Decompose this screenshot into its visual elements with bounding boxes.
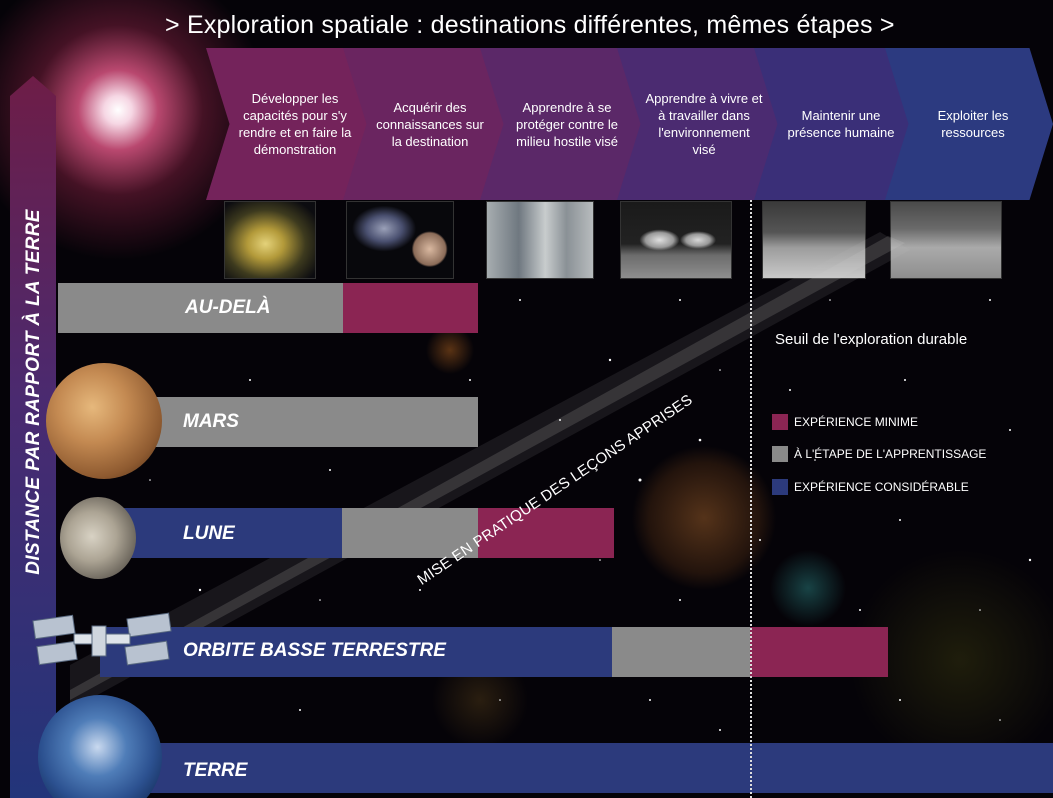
mars-learning-bar xyxy=(106,397,478,447)
legend-swatch-minimal xyxy=(772,414,788,430)
orbite-considerable-bar xyxy=(100,627,612,677)
page-title: > Exploration spatiale : destinations di… xyxy=(165,11,895,40)
legend-label-considerable: EXPÉRIENCE CONSIDÉRABLE xyxy=(794,480,969,494)
row-label-orbite: ORBITE BASSE TERRESTRE xyxy=(183,640,446,661)
row-label-mars: MARS xyxy=(183,411,239,432)
mars-planet-image xyxy=(46,363,162,479)
step-6-label: Exploiter les ressources xyxy=(937,108,1009,140)
title-chevron-left-icon: > xyxy=(165,11,180,39)
sustainable-threshold-line xyxy=(750,200,752,798)
step-4-chevron: Apprendre à vivre et à travailler dans l… xyxy=(617,48,785,200)
legend-item-minimal: EXPÉRIENCE MINIME xyxy=(772,414,918,430)
capsule-photo xyxy=(224,201,316,279)
legend-label-learning: À L'ÉTAPE DE L'APPRENTISSAGE xyxy=(794,447,987,461)
step-3-chevron: Apprendre à se protéger contre le milieu… xyxy=(480,48,648,200)
step-6-chevron: Exploiter les ressources xyxy=(885,48,1053,200)
legend-swatch-considerable xyxy=(772,479,788,495)
step-5-label: Maintenir une présence humaine xyxy=(787,108,895,140)
probe-photo xyxy=(346,201,454,279)
moon-image xyxy=(60,497,136,579)
title-text: Exploration spatiale : destinations diff… xyxy=(186,11,873,39)
title-chevron-right-icon: > xyxy=(879,11,895,39)
lunar-rover-photo xyxy=(762,201,866,279)
step-1-chevron: Développer les capacités pour s'y rendre… xyxy=(206,48,374,200)
terre-considerable-bar xyxy=(100,743,1053,793)
lunar-base-photo xyxy=(890,201,1002,279)
row-label-terre: TERRE xyxy=(183,760,248,781)
step-2-chevron: Acquérir des connaissances sur la destin… xyxy=(343,48,511,200)
legend-label-minimal: EXPÉRIENCE MINIME xyxy=(794,415,919,429)
legend-item-learning: À L'ÉTAPE DE L'APPRENTISSAGE xyxy=(772,446,986,462)
sustainable-threshold-label: Seuil de l'exploration durable xyxy=(775,331,968,348)
legend-item-considerable: EXPÉRIENCE CONSIDÉRABLE xyxy=(772,479,969,495)
row-label-lune: LUNE xyxy=(183,523,235,544)
orbite-learning-bar xyxy=(612,627,750,677)
astronauts-photo xyxy=(620,201,732,279)
lune-learning-bar xyxy=(342,508,478,558)
step-4-label: Apprendre à vivre et à travailler dans l… xyxy=(645,91,763,157)
step-2-label: Acquérir des connaissances sur la destin… xyxy=(376,99,484,149)
space-station-image xyxy=(32,612,172,666)
lune-minimal-bar xyxy=(478,508,614,558)
earth-image xyxy=(38,695,162,798)
step-3-label: Apprendre à se protéger contre le milieu… xyxy=(516,99,618,149)
row-label-au-dela: AU-DELÀ xyxy=(185,297,271,318)
au-dela-minimal-bar xyxy=(343,283,478,333)
step-1-label: Développer les capacités pour s'y rendre… xyxy=(238,91,352,157)
protection-test-photo xyxy=(486,201,594,279)
orbite-minimal-bar xyxy=(750,627,888,677)
lune-considerable-bar xyxy=(100,508,342,558)
legend-swatch-learning xyxy=(772,446,788,462)
au-dela-learning-bar xyxy=(58,283,343,333)
